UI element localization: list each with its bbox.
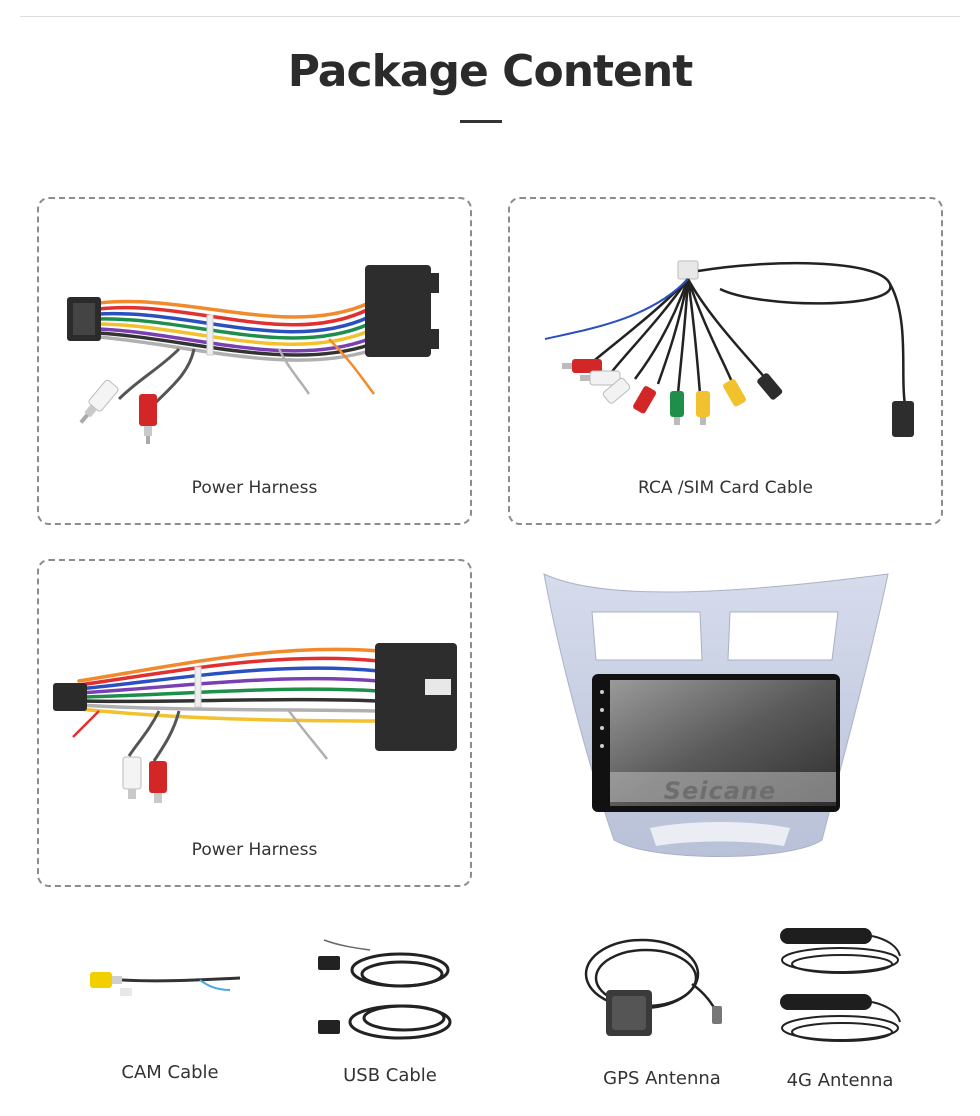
lte-antenna-item: 4G Antenna bbox=[750, 920, 930, 1096]
card-rca-sim-cable: RCA /SIM Card Cable bbox=[508, 197, 943, 525]
gps-antenna-item: GPS Antenna bbox=[572, 934, 752, 1094]
caption-4g-antenna: 4G Antenna bbox=[786, 1070, 894, 1091]
lte-antenna-image bbox=[780, 928, 901, 1042]
head-unit-image: Seicane bbox=[540, 570, 892, 866]
caption-rca-sim-cable: RCA /SIM Card Cable bbox=[638, 478, 813, 498]
top-divider bbox=[20, 16, 960, 17]
title-underline bbox=[460, 120, 502, 123]
card-power-harness-1: Power Harness bbox=[37, 197, 472, 525]
usb-cable-image bbox=[318, 939, 452, 1040]
usb-cable-item: USB Cable bbox=[300, 930, 480, 1090]
cam-cable-item: CAM Cable bbox=[80, 950, 270, 1090]
caption-usb-cable: USB Cable bbox=[343, 1065, 437, 1086]
caption-gps-antenna: GPS Antenna bbox=[603, 1068, 721, 1089]
card-power-harness-2: Power Harness bbox=[37, 559, 472, 887]
page-title: Package Content bbox=[287, 46, 694, 97]
head-unit-brand: Seicane bbox=[663, 777, 777, 805]
power-harness-image bbox=[67, 265, 439, 444]
gps-antenna-image bbox=[584, 938, 722, 1036]
caption-power-harness-1: Power Harness bbox=[191, 478, 318, 498]
rca-sim-cable-image bbox=[544, 260, 914, 437]
cam-cable-image bbox=[90, 972, 241, 996]
caption-power-harness-2: Power Harness bbox=[191, 840, 318, 860]
power-harness-2-image bbox=[53, 643, 457, 803]
caption-cam-cable: CAM Cable bbox=[121, 1062, 219, 1083]
